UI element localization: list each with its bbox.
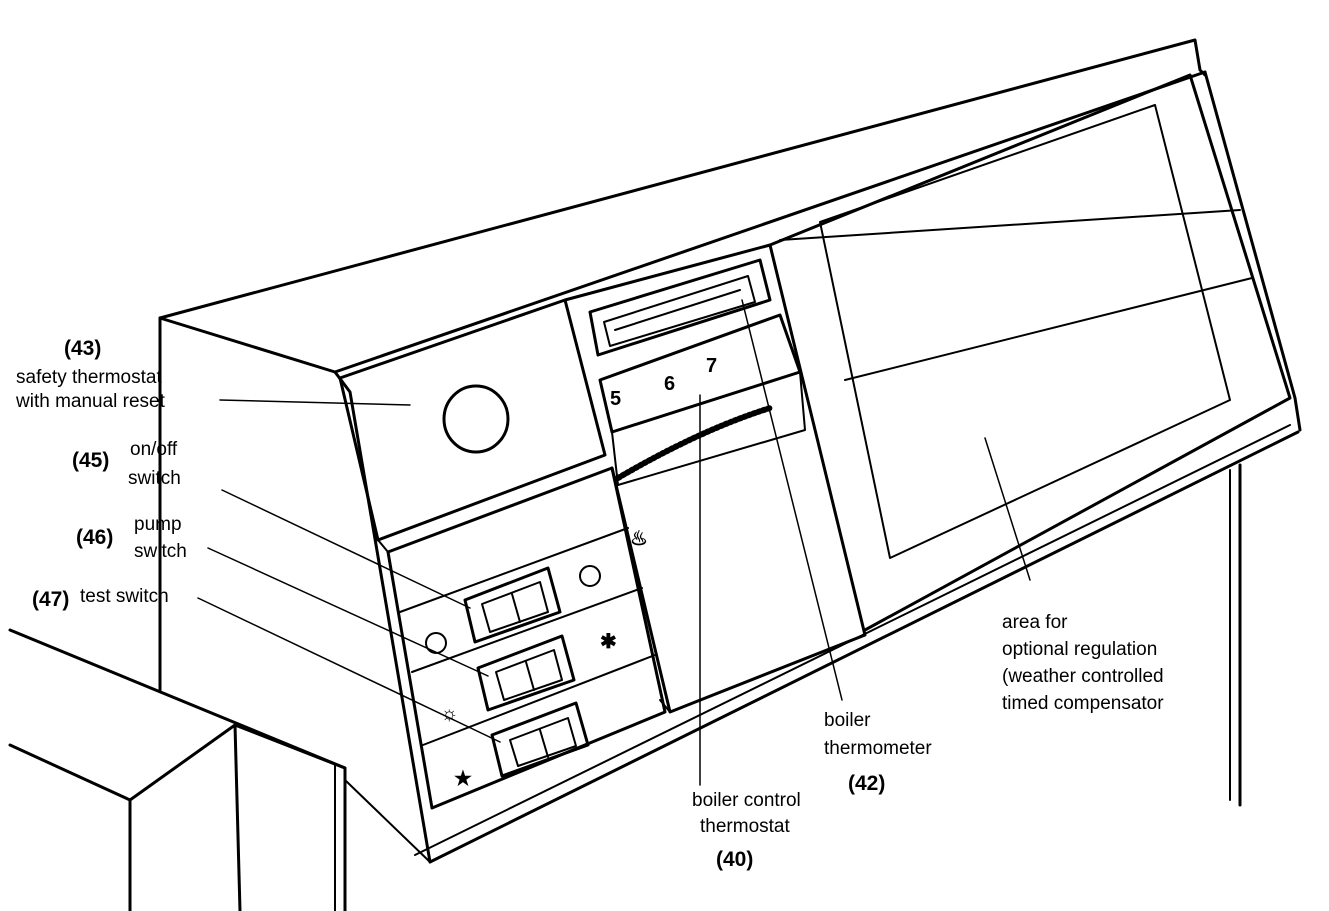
callout-46-line1: pump	[134, 514, 182, 535]
boiler-control-thermostat[interactable]: 5 6 7	[598, 313, 806, 486]
callout-46-number: (46)	[76, 526, 113, 549]
control-column: 5 6 7 ♨	[563, 243, 867, 714]
boiler-thermometer	[588, 258, 772, 357]
safety-thermostat-reset-button[interactable]	[442, 384, 510, 454]
callout-40-number: (40)	[716, 848, 753, 871]
callout-45-line1: on/off	[130, 439, 178, 460]
thermostat-symbol-icon: ♨	[630, 528, 648, 550]
callout-40-line2: thermostat	[700, 816, 790, 837]
callout-area-line1: area for	[1002, 612, 1068, 633]
callout-40-line1: boiler control	[692, 790, 801, 811]
test-symbol-icon: ★	[454, 768, 472, 790]
callout-area-line4: timed compensator	[1002, 693, 1164, 714]
pump-symbol-icon: ✱	[600, 631, 617, 653]
callout-45-line2: switch	[128, 468, 181, 489]
callout-42: boiler thermometer (42)	[824, 710, 932, 795]
leader-lines	[159, 299, 1031, 786]
dial-mark-7: 7	[706, 355, 717, 377]
callout-area-line3: (weather controlled	[1002, 666, 1164, 687]
callout-45-number: (45)	[72, 449, 109, 472]
callout-area: area for optional regulation (weather co…	[1002, 612, 1164, 714]
callout-43-line1: safety thermostat	[16, 367, 162, 388]
callout-45: (45) on/off switch	[72, 439, 181, 489]
callout-42-line2: thermometer	[824, 738, 932, 759]
callout-42-number: (42)	[848, 772, 885, 795]
callout-43: (43) safety thermostat with manual reset	[15, 337, 166, 412]
dial-mark-6: 6	[664, 373, 675, 395]
callout-40: boiler control thermostat (40)	[692, 790, 801, 871]
callout-42-line1: boiler	[824, 710, 871, 731]
boiler-housing	[158, 38, 1302, 864]
optional-regulation-area	[768, 73, 1292, 632]
callout-46-line2: switch	[134, 541, 187, 562]
callout-47-line1: test switch	[80, 586, 169, 607]
safety-thermostat-module	[338, 298, 613, 553]
on-off-switch[interactable]	[463, 566, 562, 644]
pump-switch[interactable]	[476, 634, 576, 712]
dial-mark-5: 5	[610, 388, 621, 410]
callout-area-line2: optional regulation	[1002, 639, 1157, 660]
callout-47-number: (47)	[32, 588, 69, 611]
callout-47: (47) test switch	[32, 586, 169, 611]
foreground-unit	[8, 628, 347, 911]
callout-43-number: (43)	[64, 337, 101, 360]
callout-43-line2: with manual reset	[15, 391, 166, 412]
power-indicator-icon	[425, 632, 447, 654]
reset-symbol-icon	[579, 565, 601, 587]
callout-46: (46) pump switch	[76, 514, 187, 562]
test-switch[interactable]	[490, 701, 590, 778]
